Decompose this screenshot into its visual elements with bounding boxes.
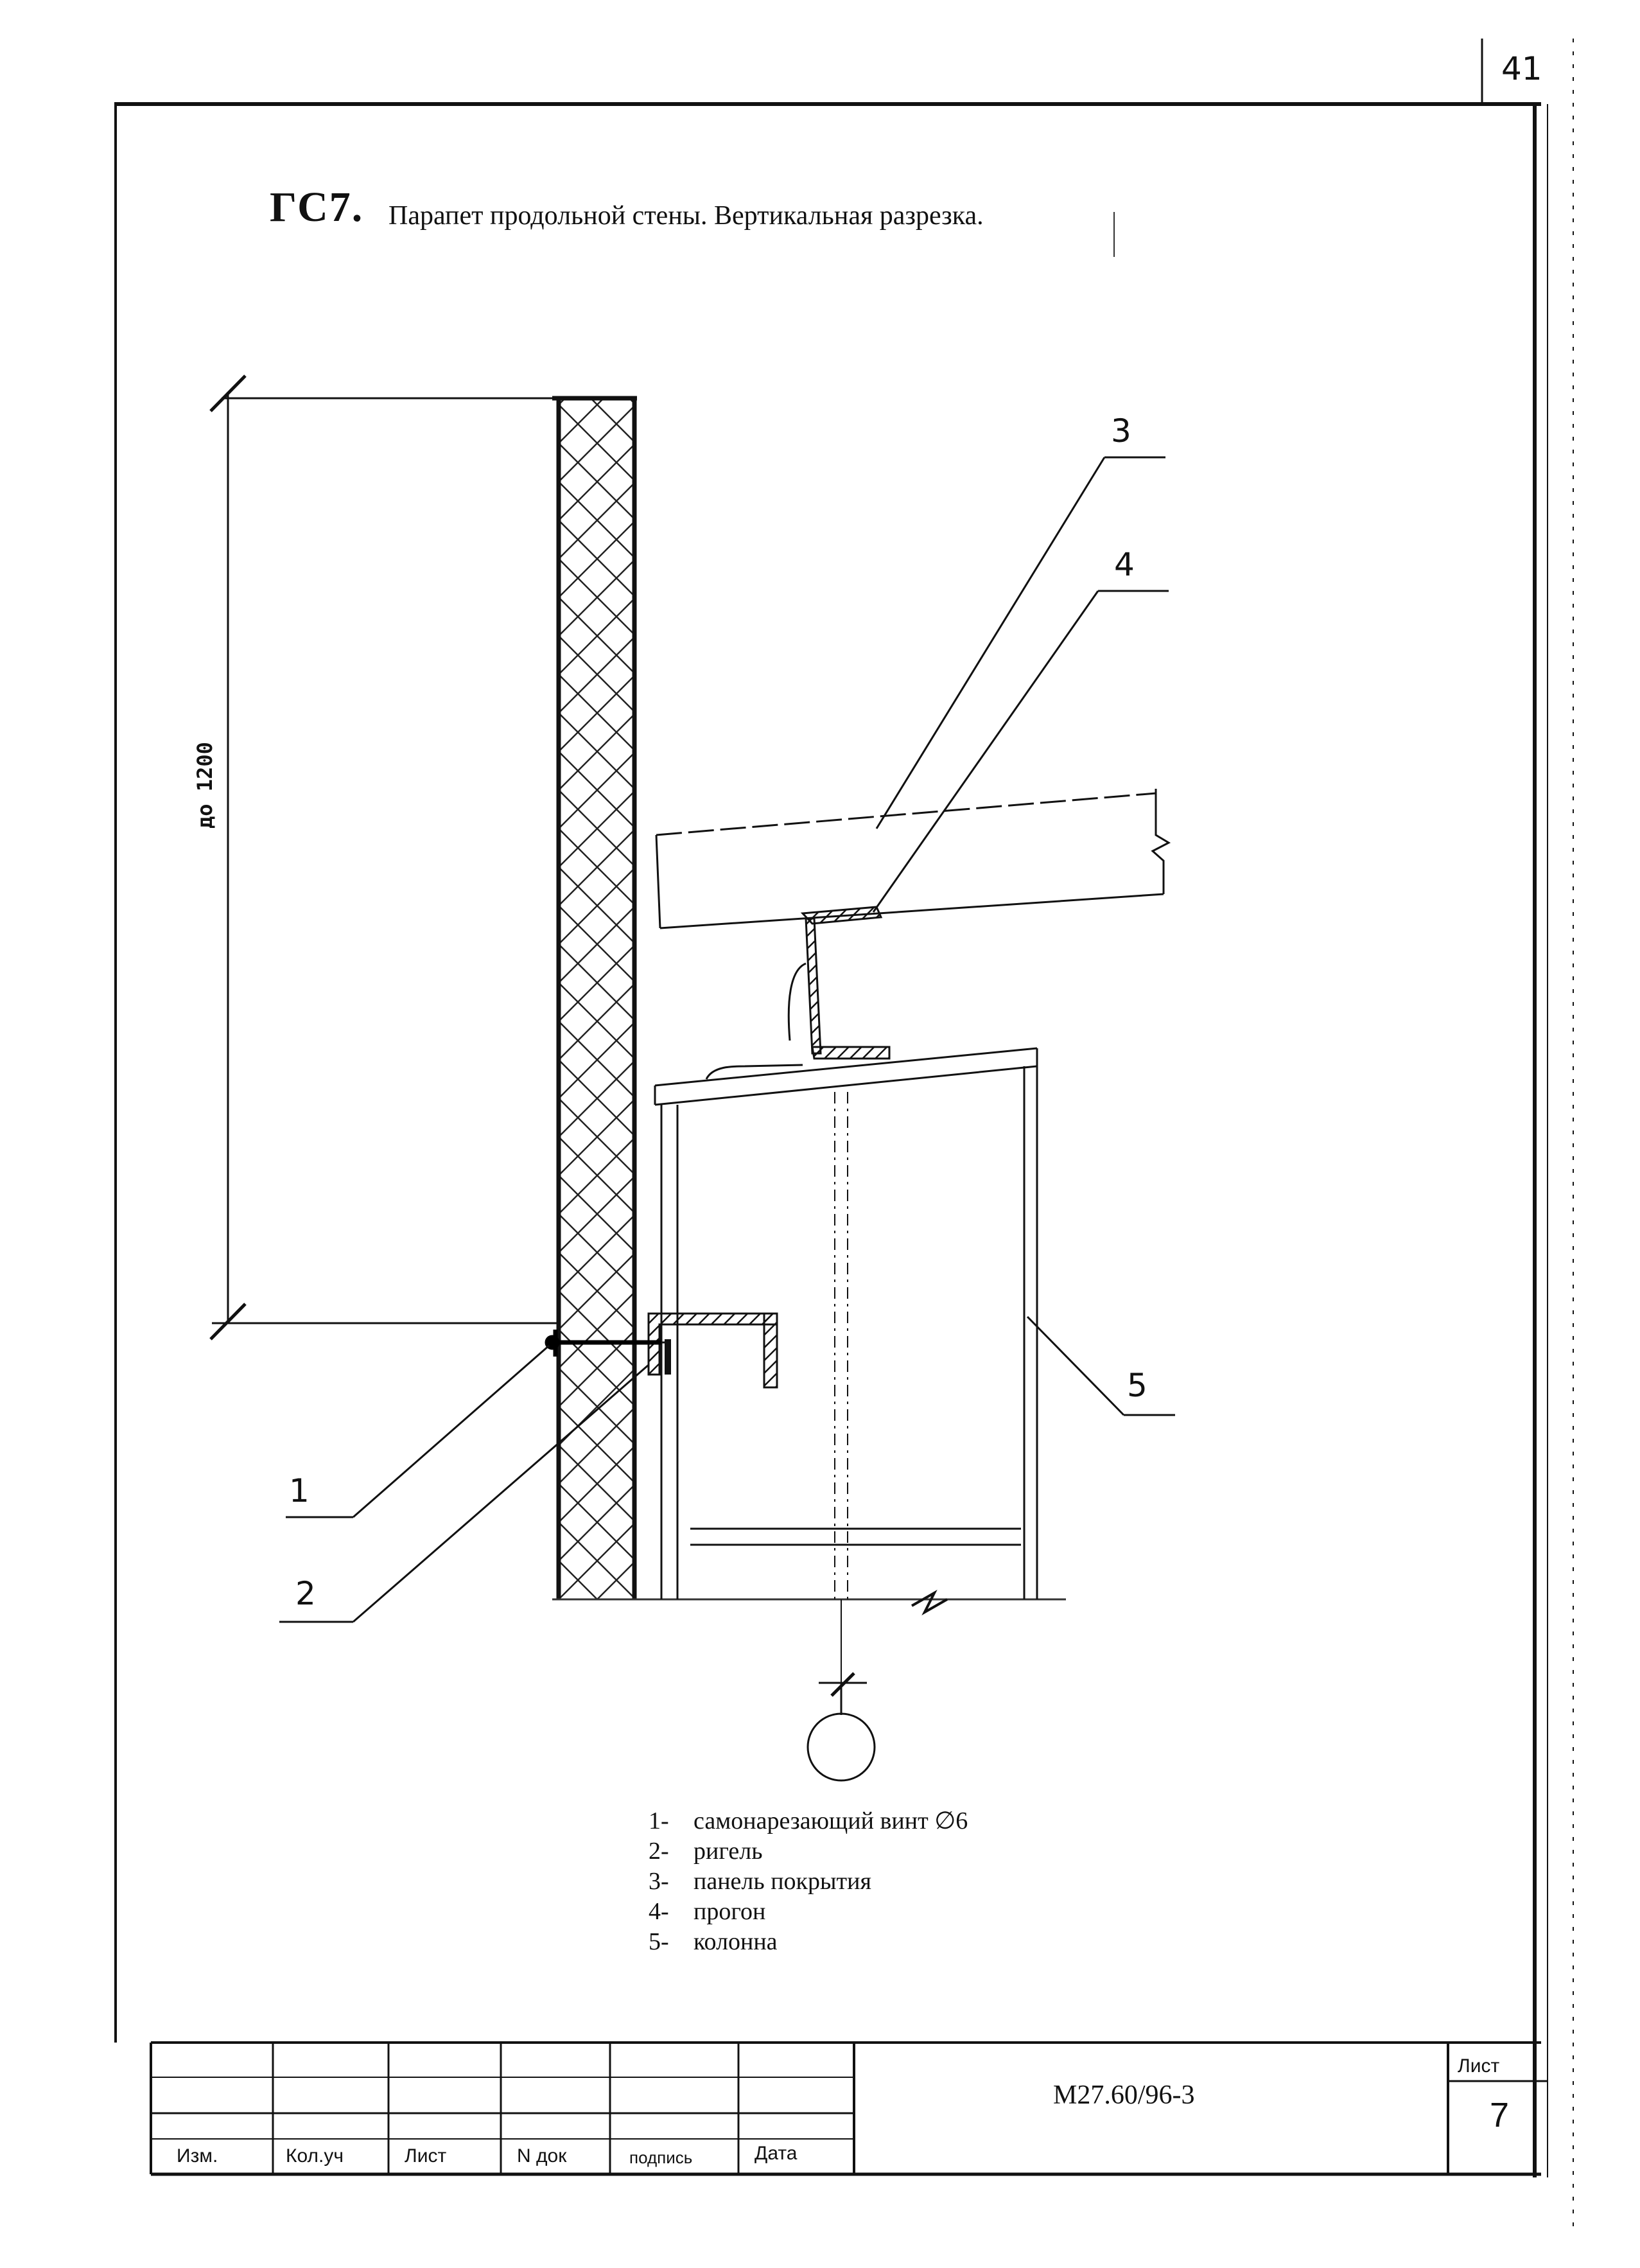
screw [545,1330,661,1357]
drawing-code: ГС7. [270,184,364,231]
legend-item: 3-панель покрытия [649,1868,871,1895]
sheet-frame [114,39,1574,2235]
tb-col-data: Дата [755,2143,798,2164]
tb-col-list: Лист [405,2145,447,2167]
callout-1: 1 [289,1472,310,1509]
purlin [787,906,891,1060]
callout-3: 3 [1111,412,1131,450]
tb-col-podpis: подпись [629,2148,693,2167]
callout-4: 4 [1114,546,1135,583]
sheet-number: 7 [1490,2096,1510,2134]
legend-item: 4-прогон [649,1898,766,1925]
column [654,1047,1038,1683]
sheet-label: Лист [1458,2055,1500,2077]
tb-col-izm: Изм. [177,2145,218,2167]
tb-col-kol: Кол.уч [286,2145,344,2167]
leader-lines [279,456,1175,1623]
tb-col-ndok: N док [517,2145,567,2167]
drawing-title: Парапет продольной стены. Вертикальная р… [388,201,984,231]
callout-5: 5 [1127,1367,1147,1404]
document-code: М27.60/96-3 [1053,2080,1195,2110]
wall-panel [552,396,1066,1601]
column-axis-marker [807,1672,876,1782]
legend-item: 1-самонарезающий винт ∅6 [649,1807,968,1834]
dimension-line [209,374,559,1341]
roof-panel [655,789,1171,929]
page-number: 41 [1501,50,1542,87]
legend-item: 5-колонна [649,1928,778,1955]
legend-item: 2-ригель [649,1838,763,1865]
callout-2: 2 [295,1575,316,1612]
legend: 1-самонарезающий винт ∅6 2-ригель 3-пане… [649,1806,968,1957]
